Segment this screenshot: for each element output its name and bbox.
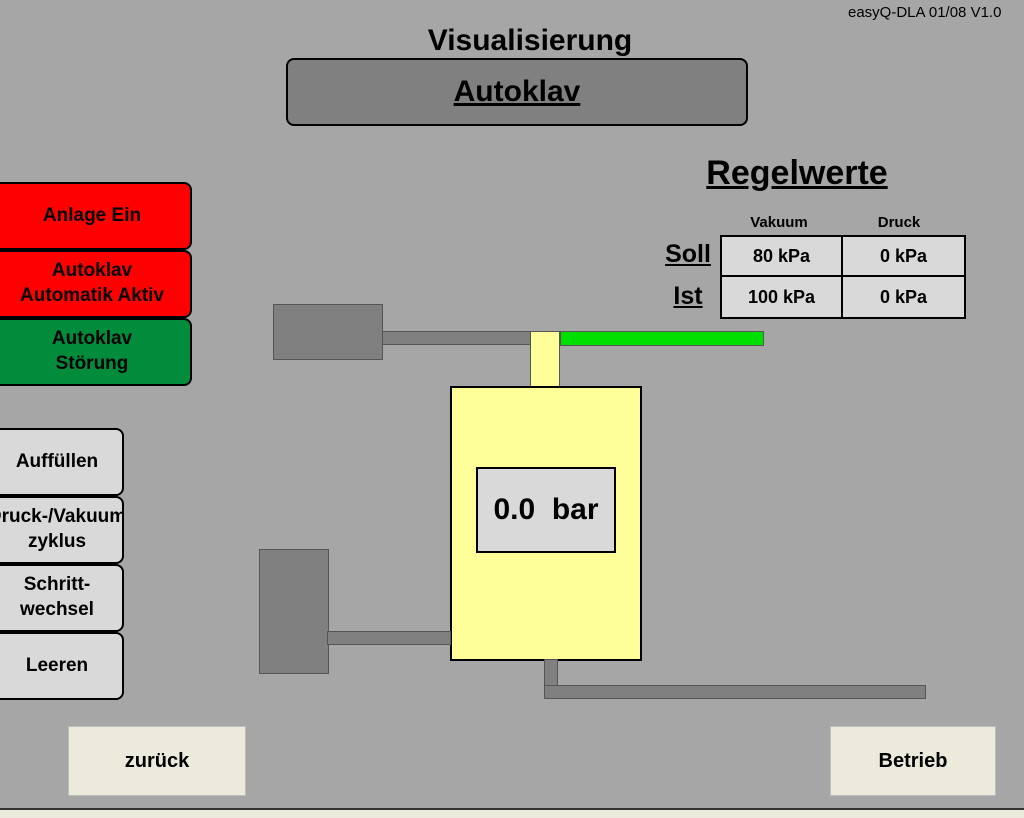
column-header-vakuum: Vakuum [750, 214, 808, 231]
schrittwechsel-button[interactable]: Schritt- wechsel [0, 564, 124, 632]
drain-pipe-horizontal [544, 685, 926, 699]
regelwerte-table: 80 kPa 0 kPa 100 kPa 0 kPa [720, 235, 966, 319]
pressure-display: 0.0 bar [476, 467, 616, 553]
page-subtitle: Autoklav [453, 75, 581, 108]
regelwerte-title: Regelwerte [706, 154, 888, 192]
active-pressure-line [560, 331, 764, 346]
leeren-button[interactable]: Leeren [0, 632, 124, 700]
ist-druck-value: 0 kPa [879, 286, 928, 307]
page-title: Visualisierung [427, 24, 633, 57]
vacuum-pipe [382, 331, 532, 345]
bottom-divider [0, 808, 1024, 810]
column-header-druck: Druck [877, 214, 921, 231]
fill-pipe [327, 631, 451, 645]
row-header-ist: Ist [673, 282, 703, 310]
betrieb-button[interactable]: Betrieb [830, 726, 996, 796]
vacuum-pump-block [273, 304, 383, 360]
back-button[interactable]: zurück [68, 726, 246, 796]
fill-tank-block [259, 549, 329, 674]
ist-vakuum-value: 100 kPa [722, 277, 843, 317]
subtitle-box: Autoklav [286, 58, 748, 126]
version-label: easyQ-DLA 01/08 V1.0 [848, 4, 1002, 21]
bottom-strip [0, 810, 1024, 818]
vessel-neck [530, 331, 560, 387]
row-header-soll: Soll [665, 240, 711, 268]
status-anlage-ein: Anlage Ein [0, 182, 192, 250]
status-stoerung: Autoklav Störung [0, 318, 192, 386]
soll-druck-value: 0 kPa [843, 237, 964, 277]
status-automatik-aktiv: Autoklav Automatik Aktiv [0, 250, 192, 318]
druck-vakuum-zyklus-button[interactable]: Druck-/Vakuum zyklus [0, 496, 124, 564]
auffuellen-button[interactable]: Auffüllen [0, 428, 124, 496]
soll-vakuum-value: 80 kPa [722, 237, 843, 277]
